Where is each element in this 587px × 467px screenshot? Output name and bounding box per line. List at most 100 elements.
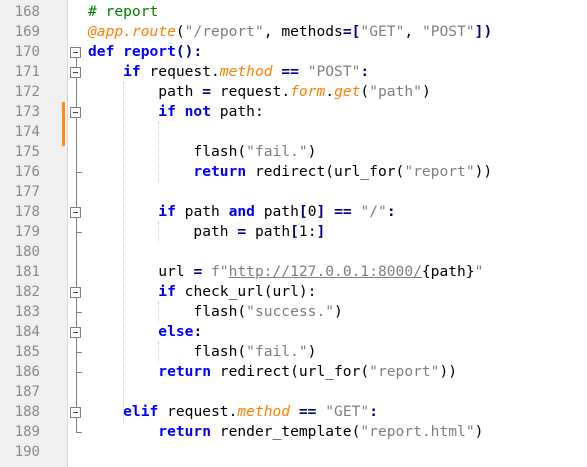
code-text[interactable]: return render_template("report.html") <box>88 422 483 442</box>
code-token: render_template( <box>211 423 361 440</box>
code-token: ( <box>175 23 185 40</box>
code-text[interactable]: path = path[1:] <box>88 222 325 242</box>
fold-toggle-icon[interactable] <box>70 47 81 58</box>
code-token: "GET" <box>325 403 370 420</box>
code-line[interactable]: 189 return render_template("report.html"… <box>0 422 587 442</box>
code-text[interactable]: if request.method == "POST": <box>88 62 369 82</box>
code-line[interactable]: 182 if check_url(url): <box>0 282 587 302</box>
code-token: return <box>88 363 212 380</box>
code-token: " <box>474 263 484 280</box>
code-token: "POST" <box>421 23 475 40</box>
line-number: 182 <box>14 284 40 300</box>
code-token: url <box>88 263 194 280</box>
code-token: ) <box>307 143 317 160</box>
code-token: method <box>219 63 273 80</box>
line-number: 181 <box>14 264 40 280</box>
line-number: 184 <box>14 324 40 340</box>
code-token: "POST" <box>307 63 361 80</box>
code-line[interactable]: 184 else: <box>0 322 587 342</box>
code-line[interactable]: 187 <box>0 382 587 402</box>
code-line[interactable]: 176 return redirect(url_for("report")) <box>0 162 587 182</box>
code-text[interactable]: url = f"http://127.0.0.1:8000/{path}" <box>88 262 483 282</box>
code-text[interactable]: if not path: <box>88 102 264 122</box>
code-token: ] <box>316 223 326 240</box>
code-line[interactable]: 179 path = path[1:] <box>0 222 587 242</box>
code-line[interactable]: 188 elif request.method == "GET": <box>0 402 587 422</box>
code-text[interactable]: def report(): <box>88 42 202 62</box>
code-text[interactable]: # report <box>88 2 158 22</box>
code-token: flash( <box>88 143 247 160</box>
code-token: return <box>88 423 212 440</box>
line-number: 183 <box>14 304 40 320</box>
code-token: "report.html" <box>360 423 475 440</box>
code-text[interactable]: flash("success.") <box>88 302 342 322</box>
fold-end-marker <box>76 312 82 313</box>
code-text[interactable]: elif request.method == "GET": <box>88 402 378 422</box>
line-number: 180 <box>14 244 40 260</box>
code-token: if <box>88 63 141 80</box>
code-token: 1: <box>298 223 317 240</box>
code-line[interactable]: 180 <box>0 242 587 262</box>
code-token: "success." <box>246 303 335 320</box>
code-text[interactable]: else: <box>88 322 202 342</box>
line-number: 185 <box>14 344 40 360</box>
code-text[interactable]: flash("fail.") <box>88 142 316 162</box>
fold-toggle-icon[interactable] <box>70 107 81 118</box>
fold-toggle-icon[interactable] <box>70 327 81 338</box>
code-line[interactable]: 183 flash("success.") <box>0 302 587 322</box>
code-token: = <box>193 263 203 280</box>
code-text[interactable]: @app.route("/report", methods=["GET", "P… <box>88 22 492 42</box>
code-token: ) <box>421 83 431 100</box>
code-token: route <box>131 23 176 40</box>
code-token: @app. <box>88 23 132 40</box>
fold-toggle-icon[interactable] <box>70 67 81 78</box>
code-token: path: <box>211 103 264 120</box>
code-token: request. <box>158 403 238 420</box>
code-text[interactable]: return redirect(url_for("report")) <box>88 162 492 182</box>
code-line[interactable]: 173 if not path: <box>0 102 587 122</box>
code-token <box>316 403 325 420</box>
code-token: http://127.0.0.1:8000/ <box>228 263 422 280</box>
code-token: ) <box>307 343 317 360</box>
code-token: get <box>334 83 361 100</box>
code-token: [ <box>298 203 308 220</box>
code-line[interactable]: 172 path = request.form.get("path") <box>0 82 587 102</box>
code-text[interactable]: if check_url(url): <box>88 282 316 302</box>
code-line[interactable]: 174 <box>0 122 587 142</box>
code-token: request. <box>140 63 220 80</box>
code-line[interactable]: 186 return redirect(url_for("report")) <box>0 362 587 382</box>
code-token: # report <box>88 3 159 20</box>
line-number: 170 <box>14 44 40 60</box>
code-text[interactable]: flash("fail.") <box>88 342 316 362</box>
code-text[interactable]: if path and path[0] == "/": <box>88 202 395 222</box>
code-line[interactable]: 175 flash("fail.") <box>0 142 587 162</box>
code-token: "fail." <box>246 143 308 160</box>
line-number: 175 <box>14 144 40 160</box>
fold-toggle-icon[interactable] <box>70 407 81 418</box>
code-line[interactable]: 181 url = f"http://127.0.0.1:8000/{path}… <box>0 262 587 282</box>
code-line[interactable]: 171 if request.method == "POST": <box>0 62 587 82</box>
code-token: . <box>325 83 335 100</box>
code-line[interactable]: 178 if path and path[0] == "/": <box>0 202 587 222</box>
code-token: : <box>360 63 370 80</box>
code-token: [ <box>351 23 361 40</box>
indent-guide <box>158 122 160 182</box>
code-token: , methods <box>263 23 343 40</box>
code-token: path <box>88 83 203 100</box>
code-text[interactable]: return redirect(url_for("report")) <box>88 362 457 382</box>
fold-toggle-icon[interactable] <box>70 207 81 218</box>
code-text[interactable]: path = request.form.get("path") <box>88 82 431 102</box>
code-token: path <box>254 203 299 220</box>
code-token: def <box>88 43 115 60</box>
code-line[interactable]: 177 <box>0 182 587 202</box>
code-token: : <box>193 323 203 340</box>
code-line[interactable]: 168# report <box>0 2 587 22</box>
indent-guide <box>158 342 160 362</box>
code-line[interactable]: 185 flash("fail.") <box>0 342 587 362</box>
code-line[interactable]: 190 <box>0 442 587 462</box>
code-line[interactable]: 169@app.route("/report", methods=["GET",… <box>0 22 587 42</box>
code-line[interactable]: 170 def report(): <box>0 42 587 62</box>
fold-toggle-icon[interactable] <box>70 287 81 298</box>
code-token: 0 <box>307 203 317 220</box>
